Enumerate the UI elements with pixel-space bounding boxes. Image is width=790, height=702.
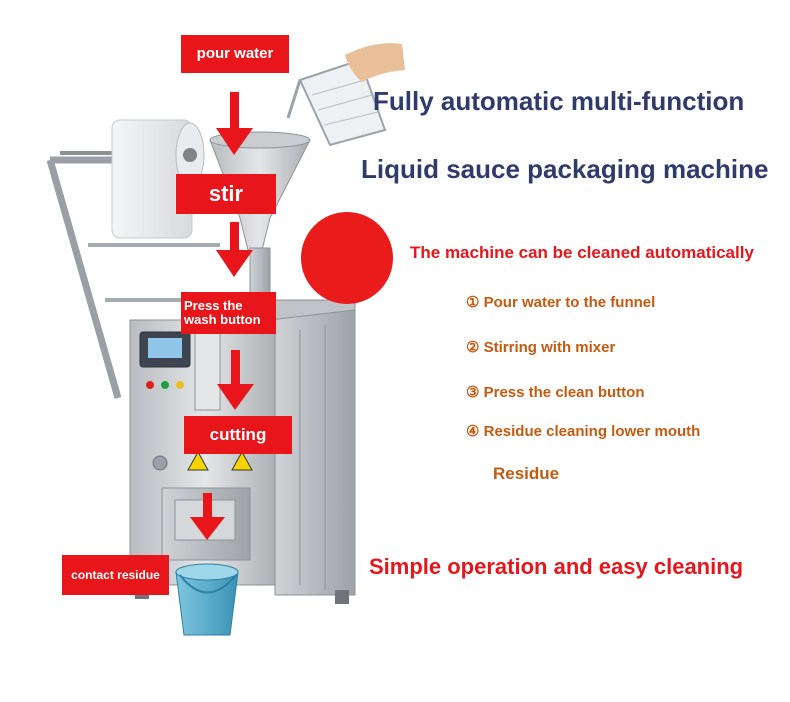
step-4: ④ Residue cleaning lower mouth	[466, 423, 701, 440]
tagline: Simple operation and easy cleaning	[369, 554, 744, 579]
bucket-icon	[175, 563, 239, 636]
cutting-label: cutting	[184, 416, 292, 454]
step-1: ① Pour water to the funnel	[466, 294, 656, 311]
pour-water-label: pour water	[181, 35, 289, 73]
cleaning-heading: The machine can be cleaned automatically	[410, 243, 754, 262]
arrow-down-icon	[190, 92, 254, 540]
step-2: ② Stirring with mixer	[466, 339, 616, 356]
stir-label: stir	[176, 174, 276, 214]
residue-label: Residue	[493, 464, 560, 483]
step-3: ③ Press the clean button	[466, 384, 645, 401]
contact-residue-label: contact residue	[62, 555, 169, 595]
title-line-1: Fully automatic multi-function	[373, 86, 745, 116]
press-wash-label: Press the wash button	[181, 292, 276, 334]
pitcher-icon	[286, 58, 387, 147]
hand-icon	[345, 43, 405, 82]
title-line-2: Liquid sauce packaging machine	[361, 154, 769, 184]
funnel	[209, 131, 311, 299]
film-roll	[111, 119, 205, 239]
red-circle-icon	[301, 212, 393, 304]
